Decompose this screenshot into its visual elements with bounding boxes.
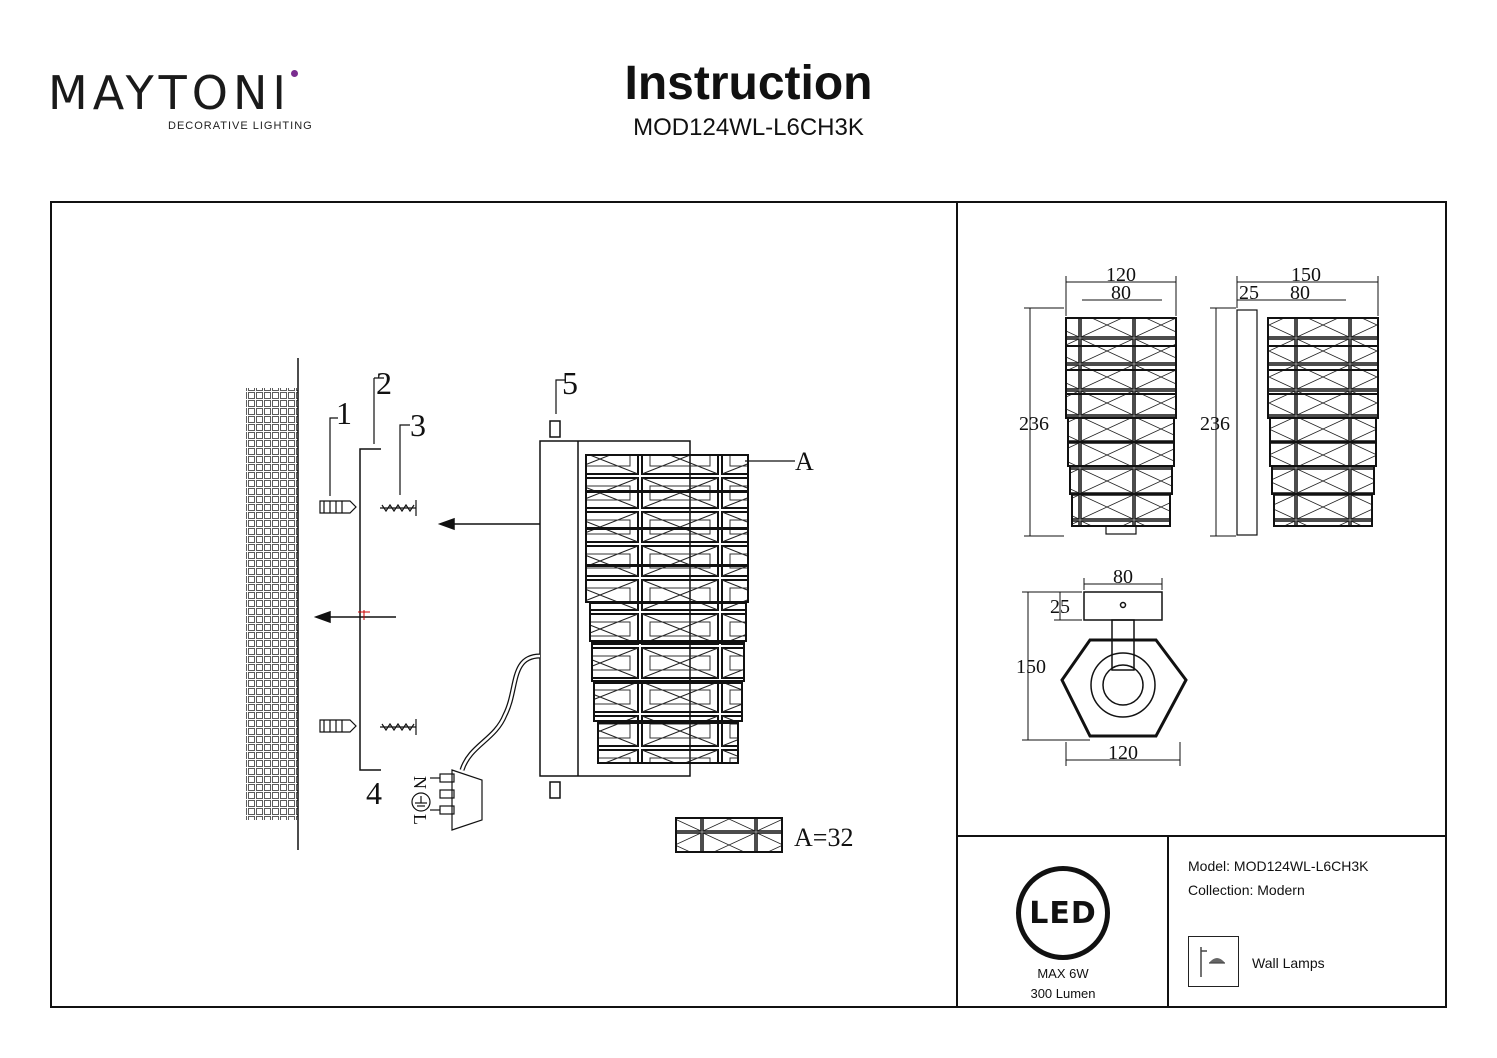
top-base-width: 80 <box>1113 566 1133 588</box>
brand-dot-icon <box>291 70 298 77</box>
callout-2: 2 <box>376 365 392 401</box>
top-depth-total: 150 <box>1016 656 1046 678</box>
crystal-piece <box>675 817 783 853</box>
callout-1: 1 <box>336 395 352 431</box>
callout-4: 4 <box>366 775 382 811</box>
front-width-total: 120 <box>1106 264 1136 286</box>
wire-label-l: L <box>410 814 430 825</box>
part-label: A <box>795 447 814 476</box>
divider-spec <box>1167 835 1169 1008</box>
wall-surface <box>246 358 299 850</box>
top-base-depth: 25 <box>1050 596 1070 618</box>
wall-lamp-icon <box>1188 936 1239 987</box>
terminal-block <box>430 769 483 831</box>
spec-collection: Collection: Modern <box>1188 882 1305 898</box>
dowel-icon <box>319 500 357 733</box>
crystal-shade <box>585 454 749 764</box>
led-badge-icon: LED <box>1016 866 1110 960</box>
page-title: Instruction <box>624 57 873 110</box>
side-view-drawing <box>1236 309 1379 536</box>
spec-type: Wall Lamps <box>1252 955 1325 971</box>
divider-vertical <box>956 201 958 1008</box>
direction-arrows <box>313 517 540 624</box>
callout-5: 5 <box>562 365 578 401</box>
dimension-lines <box>1022 276 1379 766</box>
side-width-inner: 80 <box>1290 282 1310 304</box>
side-offset: 25 <box>1239 282 1259 304</box>
screw-icon <box>380 500 417 735</box>
model-code: MOD124WL-L6CH3K <box>633 114 864 141</box>
ground-symbol-icon <box>411 792 431 812</box>
top-width: 120 <box>1108 742 1138 764</box>
top-view-drawing <box>1060 591 1188 738</box>
led-power: MAX 6W <box>1037 966 1089 981</box>
front-width-inner: 80 <box>1111 282 1131 304</box>
side-width-total: 150 <box>1291 264 1321 286</box>
brand-logo: MAYTONI DECORATIVE LIGHTING <box>48 70 318 132</box>
instruction-frame <box>50 201 1447 1008</box>
spec-model: Model: MOD124WL-L6CH3K <box>1188 858 1369 874</box>
divider-horizontal <box>956 835 1447 837</box>
mounting-bracket <box>359 448 381 771</box>
front-height: 236 <box>1019 413 1049 435</box>
callout-3: 3 <box>410 407 426 443</box>
led-lumen: 300 Lumen <box>1030 986 1096 1001</box>
brand-tagline: DECORATIVE LIGHTING <box>168 120 313 132</box>
part-count: A=32 <box>794 823 853 852</box>
led-badge-text: LED <box>1029 895 1097 931</box>
side-height: 236 <box>1200 413 1230 435</box>
brand-name: MAYTONI <box>48 66 291 120</box>
wire-label-n: N <box>410 776 430 789</box>
front-view-drawing <box>1065 317 1177 535</box>
